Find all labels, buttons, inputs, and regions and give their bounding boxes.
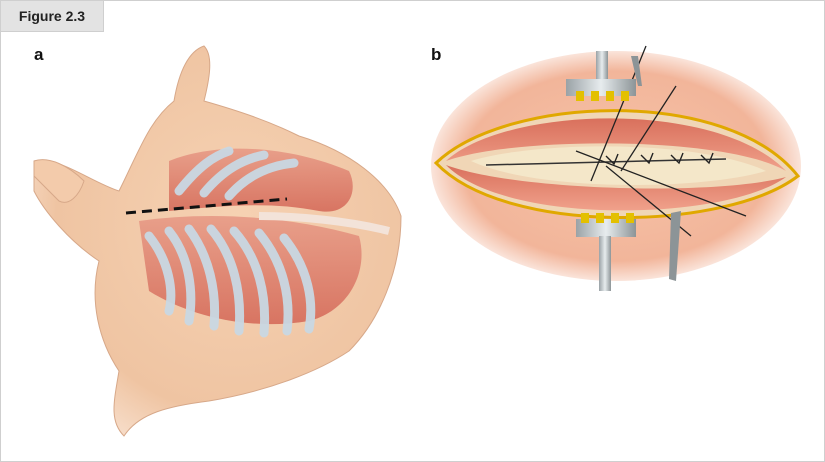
retractor-top-icon <box>566 51 636 101</box>
retractor-bottom-icon <box>576 213 636 291</box>
surgical-closure-illustration <box>431 45 801 291</box>
panel-label-a: a <box>34 45 44 64</box>
panel-label-b: b <box>431 45 442 64</box>
incision-line <box>125 197 288 215</box>
figure-title: Figure 2.3 <box>1 1 104 32</box>
chest-anatomy-illustration <box>33 45 402 437</box>
